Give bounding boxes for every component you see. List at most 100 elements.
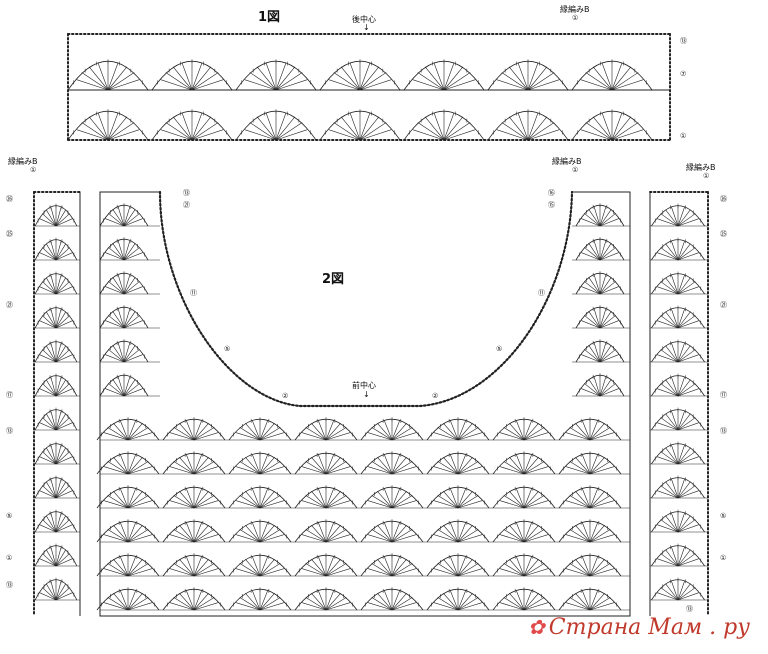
fan-ray bbox=[450, 556, 459, 577]
fan-ray bbox=[501, 122, 529, 141]
fan-ray bbox=[660, 281, 679, 295]
fan-ray bbox=[107, 427, 129, 441]
fan-ray bbox=[193, 423, 209, 441]
fan-ray bbox=[193, 427, 215, 441]
fan-ray bbox=[127, 593, 143, 611]
fan-ray bbox=[179, 559, 195, 577]
fan-ray bbox=[503, 427, 525, 441]
fan-ray bbox=[50, 376, 57, 397]
neck-left-label: ⑪ bbox=[190, 289, 197, 297]
fan-ray bbox=[527, 66, 548, 91]
fan-ray bbox=[516, 488, 525, 509]
fig2-edge-label-right: 縁編みB bbox=[686, 163, 716, 172]
fan-motif bbox=[228, 587, 292, 611]
fan-ray bbox=[677, 558, 699, 567]
fan-ray bbox=[457, 457, 473, 475]
fan-ray bbox=[585, 72, 613, 91]
fan-ray bbox=[55, 413, 67, 431]
fan-motif bbox=[571, 109, 653, 141]
fan-ray bbox=[39, 592, 57, 601]
fan-ray bbox=[677, 281, 696, 295]
fan-ray bbox=[103, 602, 129, 611]
fan-ray bbox=[181, 63, 193, 91]
fan-ray bbox=[677, 349, 696, 363]
fan-ray bbox=[50, 274, 57, 295]
left-row-label: ⑤ bbox=[6, 512, 13, 520]
fan-ray bbox=[384, 454, 393, 475]
fan-ray bbox=[301, 602, 327, 611]
fan-ray bbox=[589, 420, 598, 441]
fan-ray bbox=[677, 315, 696, 329]
fan-motif bbox=[575, 203, 625, 227]
fan-ray bbox=[677, 311, 691, 329]
fan-motif bbox=[67, 59, 149, 91]
fan-ray bbox=[671, 274, 679, 295]
fan-ray bbox=[42, 281, 57, 295]
fan-ray bbox=[160, 79, 193, 91]
fan-ray bbox=[517, 63, 529, 91]
fan-ray bbox=[496, 129, 529, 141]
fan-ray bbox=[391, 423, 407, 441]
fan-ray bbox=[599, 243, 612, 261]
fan-ray bbox=[589, 593, 605, 611]
fan-ray bbox=[191, 66, 212, 91]
fan-ray bbox=[377, 423, 393, 441]
fan-motif bbox=[360, 587, 424, 611]
fan-ray bbox=[123, 206, 131, 227]
fan-ray bbox=[569, 427, 591, 441]
fan-ray bbox=[412, 79, 445, 91]
fan-ray bbox=[671, 240, 679, 261]
fan-ray bbox=[173, 461, 195, 475]
fan-ray bbox=[169, 432, 195, 441]
fan-motif bbox=[99, 339, 149, 363]
fan-ray bbox=[424, 66, 445, 91]
fan-ray bbox=[123, 383, 140, 397]
fan-ray bbox=[325, 534, 351, 543]
fan-ray bbox=[503, 461, 525, 475]
fan-ray bbox=[371, 597, 393, 611]
fan-ray bbox=[391, 427, 413, 441]
fan-ray bbox=[660, 315, 679, 329]
fan-ray bbox=[671, 444, 679, 465]
fan-ray bbox=[677, 413, 691, 431]
fan-ray bbox=[55, 546, 62, 567]
fan-ray bbox=[527, 129, 560, 141]
fan-ray bbox=[108, 281, 125, 295]
fan-motif bbox=[651, 543, 705, 567]
fan-ray bbox=[259, 568, 285, 577]
fan-ray bbox=[599, 345, 612, 363]
fan-ray bbox=[665, 379, 679, 397]
fan-ray bbox=[50, 240, 57, 261]
fan-ray bbox=[499, 500, 525, 509]
fan-ray bbox=[103, 432, 129, 441]
fan-ray bbox=[677, 444, 685, 465]
fan-ray bbox=[275, 113, 287, 141]
fan-ray bbox=[193, 593, 209, 611]
fan-ray bbox=[120, 590, 129, 611]
fan-ray bbox=[325, 522, 334, 543]
fan-ray bbox=[657, 558, 679, 567]
fan-ray bbox=[97, 63, 109, 91]
fan-ray bbox=[509, 593, 525, 611]
fan-ray bbox=[599, 252, 619, 261]
fan-ray bbox=[599, 274, 607, 295]
fan-ray bbox=[45, 345, 57, 363]
fan-ray bbox=[677, 524, 699, 533]
back-center-arrow-icon: ↓ bbox=[363, 23, 370, 32]
fan-ray bbox=[457, 593, 473, 611]
fan-ray bbox=[516, 556, 525, 577]
fan-ray bbox=[123, 209, 136, 227]
fan-ray bbox=[443, 593, 459, 611]
fan-ray bbox=[677, 592, 699, 601]
fan-ray bbox=[677, 240, 685, 261]
fan-ray bbox=[523, 522, 532, 543]
fan-ray bbox=[179, 593, 195, 611]
fan-motif bbox=[651, 373, 705, 397]
fan-ray bbox=[105, 388, 125, 397]
left-row-label: ㉖ bbox=[6, 195, 13, 203]
fan-ray bbox=[123, 286, 143, 295]
fan-ray bbox=[582, 590, 591, 611]
fan-ray bbox=[433, 432, 459, 441]
fan-ray bbox=[259, 423, 275, 441]
fan-ray bbox=[112, 379, 125, 397]
